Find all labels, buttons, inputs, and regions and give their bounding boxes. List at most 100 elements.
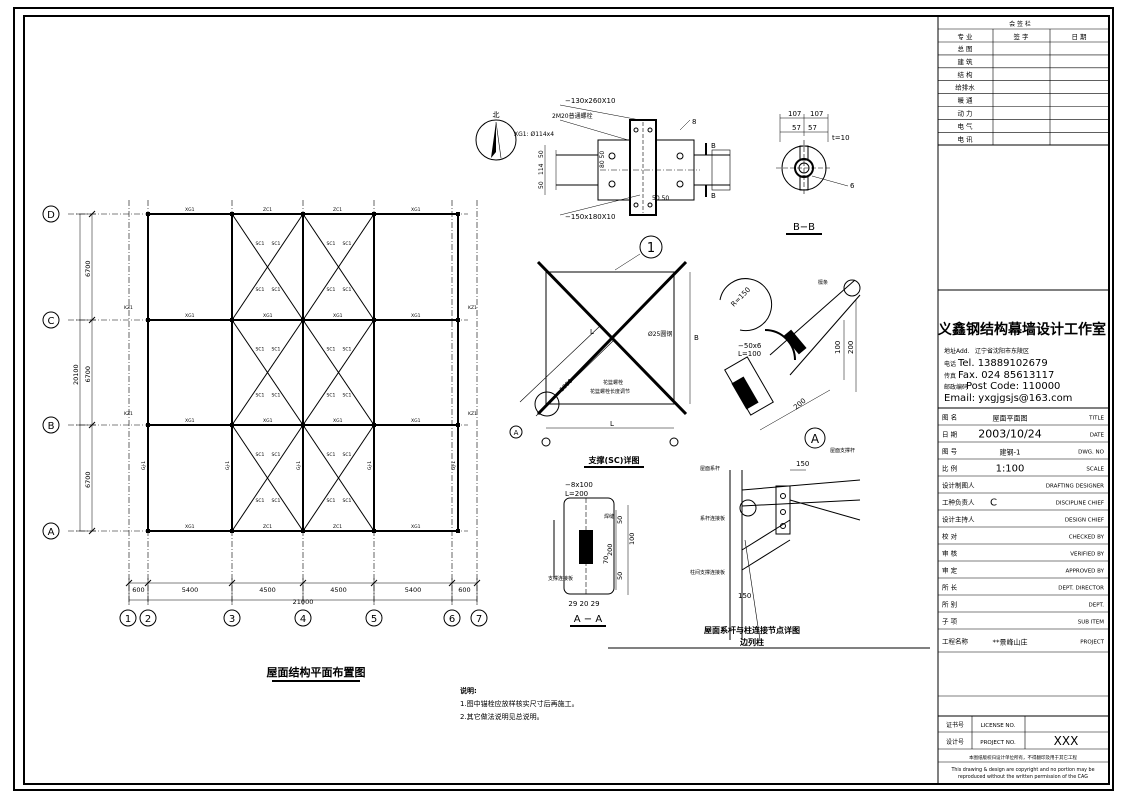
column-node	[301, 529, 305, 533]
fax-label: 传真	[944, 372, 956, 380]
aa-dim: 100	[628, 533, 636, 545]
license-en: LICENSE NO.	[981, 723, 1016, 729]
brace-label: SC1	[343, 452, 352, 458]
title-row-value: C	[990, 498, 997, 509]
title-row-en: DEPT. DIRECTOR	[1058, 586, 1104, 592]
beam-label: XG1	[185, 207, 195, 213]
title-row-label: 图 名	[942, 413, 957, 422]
row-axis-bubble	[42, 311, 60, 329]
detail-roof-node: 150 150 屋面系杆 系杆连接板 柱间支撑连接板 屋面支撑杆 屋面系杆与柱连…	[608, 447, 930, 649]
weld-size: 6	[850, 182, 855, 190]
signoff-row-label: 电 讯	[957, 134, 973, 143]
row-axis-bubble	[42, 205, 60, 223]
row-axis-label: D	[47, 210, 55, 221]
purlin-label: 檩条	[818, 279, 828, 286]
dim-50-top: 50	[538, 150, 545, 158]
beam-label: XG1	[333, 418, 343, 424]
dim-50-50: 50 50	[652, 195, 669, 202]
node-title: 屋面系杆与柱连接节点详图	[704, 625, 800, 635]
brace-label: SC1	[327, 287, 336, 293]
dim-200-v: 200	[847, 341, 855, 354]
row-axis-bubble	[42, 416, 60, 434]
col-axis-bubble	[470, 609, 488, 627]
plan-title: 屋面结构平面布置图	[267, 665, 366, 679]
brace-label: SC1	[343, 498, 352, 504]
brace-label: SC1	[272, 287, 281, 293]
title-row-value: **景峰山庄	[993, 638, 1028, 647]
title-row-en: DRAFTING DESIGNER	[1046, 484, 1104, 490]
brace-label: SC1	[343, 393, 352, 399]
beam-label: ZC1	[263, 207, 272, 213]
dim-107-left: 107	[788, 110, 801, 118]
sc-title: 支撑(SC)详图	[588, 455, 640, 465]
bb-title: B−B	[793, 222, 815, 233]
left-dim: 6700	[84, 260, 92, 277]
brace-label: SC1	[256, 498, 265, 504]
detail-top-connection: 北 XG1: Ø114x4 −130x260X10 2M20普通螺栓 −150x…	[475, 97, 731, 221]
brace-rod	[302, 424, 375, 532]
aa-note: 支撑连接板	[548, 575, 573, 582]
column-node	[456, 212, 460, 216]
tie-label: GJ-1	[296, 461, 302, 470]
title-row-label: 工程名称	[942, 637, 969, 646]
aa-title: A − A	[574, 614, 603, 625]
section-mark-b2: B	[711, 192, 716, 200]
signoff-header-discipline: 专 业	[957, 32, 973, 41]
row-axis-label: B	[48, 421, 55, 432]
col-axis-label: 6	[449, 614, 455, 625]
bottom-dim: 600	[458, 586, 470, 594]
aa-note2: 焊缝	[604, 513, 614, 520]
title-row-label: 所 别	[942, 600, 957, 609]
title-row-label: 图 号	[942, 448, 958, 456]
length-label: L=100	[738, 350, 761, 358]
dim-57-left: 57	[792, 124, 801, 132]
dim-57-right: 57	[808, 124, 817, 132]
brace-label: SC1	[272, 498, 281, 504]
signoff-header-signature: 签 字	[1013, 32, 1029, 41]
node-dim-150-bottom: 150	[738, 592, 751, 600]
brace-label: SC1	[256, 393, 265, 399]
dim-8: 8	[692, 118, 696, 126]
copyright-en-2: reproduced without the written permissio…	[958, 774, 1088, 780]
column-node	[301, 212, 305, 216]
col-axis-bubble	[223, 609, 241, 627]
copyright-cn: 本图纸版权归设计单位所有，不得翻印及用于其它工程	[969, 754, 1077, 761]
detail-a-callout: A	[811, 432, 820, 446]
signoff-row-label: 电 气	[957, 121, 973, 130]
signoff-row-label: 总 图	[957, 44, 972, 53]
dim-100-v: 100	[834, 341, 842, 354]
col-axis-label: 3	[229, 614, 235, 625]
radius-label: R=150	[730, 286, 753, 309]
beam-label: XG1	[333, 313, 343, 319]
row-axis-bubble	[42, 522, 60, 540]
north-arrow: 北	[475, 111, 517, 161]
brace-label: SC1	[327, 393, 336, 399]
col-axis-label: 2	[145, 614, 151, 625]
title-row-label: 审 定	[942, 566, 958, 575]
plate-label: −50x6	[738, 342, 762, 350]
col-axis-label: 7	[476, 614, 482, 625]
left-total-dim: 20100	[72, 364, 80, 385]
signoff-row-label: 动 力	[957, 109, 972, 118]
brace-rod	[302, 319, 375, 426]
detail-b-b: 107 107 57 57 t=10 6 B−B	[776, 110, 855, 235]
dim-114: 114	[538, 163, 545, 175]
title-row-label: 子 项	[942, 618, 958, 626]
title-row-label: 日 期	[942, 431, 958, 439]
tie-label: GJ-1	[367, 461, 373, 470]
title-row-en: VERIFIED BY	[1070, 552, 1104, 558]
title-row-en: DATE	[1090, 433, 1105, 439]
tel-value: Tel. 13889102679	[957, 358, 1048, 369]
edge-column-label: KZ1	[468, 305, 477, 311]
brace-label: SC1	[256, 241, 265, 247]
title-row-label: 设计主持人	[942, 515, 975, 524]
node-label-3: 柱间支撑连接板	[690, 569, 725, 576]
row-axis-label: A	[48, 527, 55, 538]
column-node	[372, 529, 376, 533]
column-node	[301, 423, 305, 427]
sheet-border	[13, 7, 1114, 791]
dim-107-right: 107	[810, 110, 823, 118]
signoff-header-date: 日 期	[1071, 33, 1087, 41]
col-axis-label: 4	[300, 614, 306, 625]
